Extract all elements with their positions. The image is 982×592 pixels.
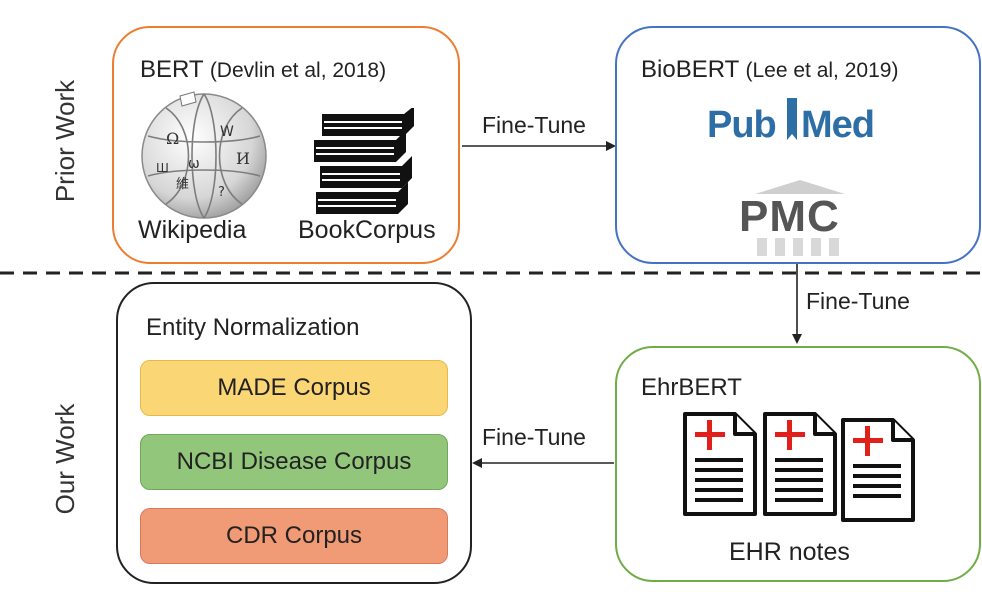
biobert-citation: (Lee et al, 2019) <box>745 59 899 82</box>
bert-name: BERT <box>140 56 204 83</box>
pubmed-logo: Pub Med <box>707 98 907 158</box>
bert-title: BERT (Devlin et al, 2018) <box>140 56 386 84</box>
entity-normalization-box: Entity Normalization MADE Corpus NCBI Di… <box>116 282 472 584</box>
entity-normalization-title: Entity Normalization <box>146 314 360 341</box>
svg-text:維: 維 <box>176 177 189 192</box>
ncbi-disease-corpus-item: NCBI Disease Corpus <box>140 434 448 490</box>
ehr-documents-icon <box>683 412 915 522</box>
ehr-notes-caption: EHR notes <box>729 538 850 566</box>
wikipedia-caption: Wikipedia <box>138 216 247 244</box>
pubmed-bookmark-icon <box>787 98 797 140</box>
svg-text:ω: ω <box>188 156 200 172</box>
svg-text:Ω: Ω <box>166 129 179 148</box>
svg-text:И: И <box>236 149 250 168</box>
prior-work-label: Prior Work <box>50 79 80 203</box>
pmc-text: PMC <box>739 192 840 241</box>
wikipedia-globe-icon: Ω W И ω 維 ? Ш <box>141 91 267 219</box>
pmc-logo: PMC <box>735 180 865 260</box>
finetune-label-right: Fine-Tune <box>806 288 910 314</box>
bookcorpus-caption: BookCorpus <box>298 216 436 244</box>
pubmed-med-text: Med <box>801 104 875 146</box>
section-divider <box>0 271 982 275</box>
pmc-columns-icon <box>755 180 845 256</box>
bert-box: BERT (Devlin et al, 2018) Ω W И ω 維 ? Ш … <box>112 26 460 264</box>
arrow-bert-to-biobert <box>462 141 616 151</box>
bert-citation: (Devlin et al, 2018) <box>209 59 387 82</box>
biobert-box: BioBERT (Lee et al, 2019) Pub Med PMC <box>615 26 981 264</box>
svg-text:?: ? <box>218 185 225 200</box>
pubmed-pub-text: Pub <box>707 104 777 146</box>
biobert-title: BioBERT (Lee et al, 2019) <box>641 56 898 84</box>
finetune-label-bottom: Fine-Tune <box>482 424 586 450</box>
svg-text:Ш: Ш <box>156 161 169 175</box>
finetune-label-top: Fine-Tune <box>482 112 586 138</box>
biobert-name: BioBERT <box>641 56 739 83</box>
ehrbert-box: EhrBERT <box>615 346 981 582</box>
our-work-label: Our Work <box>50 403 80 515</box>
ehrbert-title: EhrBERT <box>641 374 742 401</box>
arrow-biobert-to-ehrbert <box>792 264 802 344</box>
cdr-corpus-item: CDR Corpus <box>140 508 448 564</box>
svg-text:W: W <box>220 124 234 140</box>
book-stack-icon <box>314 108 414 214</box>
arrow-ehrbert-to-normalization <box>472 458 614 468</box>
made-corpus-item: MADE Corpus <box>140 360 448 416</box>
